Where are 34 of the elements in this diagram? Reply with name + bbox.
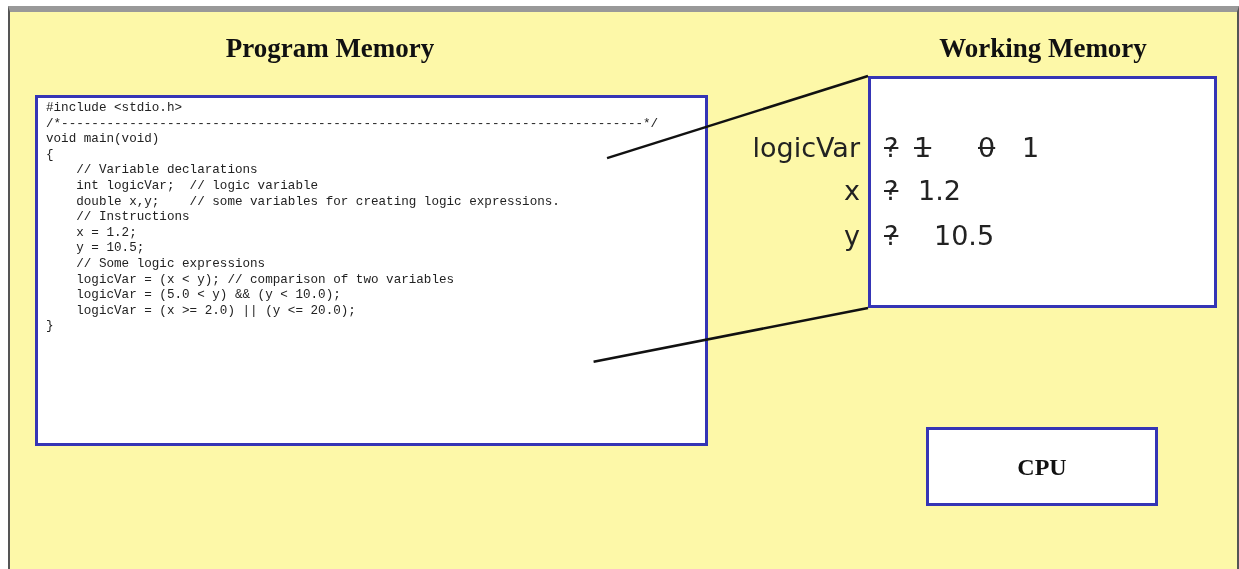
zoom-line xyxy=(593,306,869,363)
variable-name: y xyxy=(844,220,860,252)
crossed-out-value: ? xyxy=(884,220,899,252)
cpu-label: CPU xyxy=(1017,453,1067,480)
variable-name: x xyxy=(844,175,860,207)
code-line: // Some logic expressions xyxy=(75,256,266,272)
code-line: // Instructions xyxy=(75,209,190,226)
code-line: double x,y; // some variables for creating logic expressions. xyxy=(75,193,560,210)
code-line: // Variable declarations xyxy=(75,162,258,179)
section-heading: Working Memory xyxy=(939,33,1147,64)
code-line: x = 1.2; xyxy=(75,224,137,241)
code-line: logicVar = (x < y); // comparison of two variables xyxy=(75,271,455,288)
memory-value: 1 xyxy=(1022,132,1040,164)
memory-value: 1.2 xyxy=(918,175,961,207)
variable-name: logicVar xyxy=(752,132,860,164)
code-line: } xyxy=(46,318,54,335)
code-line: { xyxy=(46,146,54,163)
working-memory-box xyxy=(868,76,1217,308)
code-line: void main(void) xyxy=(46,131,160,148)
code-line: logicVar = (5.0 < y) && (y < 10.0); xyxy=(75,287,341,304)
code-line: /*-----------------------------------------------------------------------------*/ xyxy=(46,115,659,132)
code-line: y = 10.5; xyxy=(75,240,145,257)
crossed-out-value: 0 xyxy=(978,132,996,164)
program-memory-box xyxy=(35,95,708,446)
section-heading: Program Memory xyxy=(225,33,435,64)
code-line: #include <stdio.h> xyxy=(46,100,183,116)
crossed-out-value: ? xyxy=(884,175,899,207)
code-line: logicVar = (x >= 2.0) || (y <= 20.0); xyxy=(75,302,356,319)
crossed-out-value: 1 xyxy=(914,132,932,164)
cpu-box xyxy=(926,427,1158,506)
code-line: int logicVar; // logic variable xyxy=(75,178,319,194)
crossed-out-value: ? xyxy=(884,132,899,164)
zoom-line xyxy=(606,74,869,160)
memory-value: 10.5 xyxy=(934,220,995,252)
